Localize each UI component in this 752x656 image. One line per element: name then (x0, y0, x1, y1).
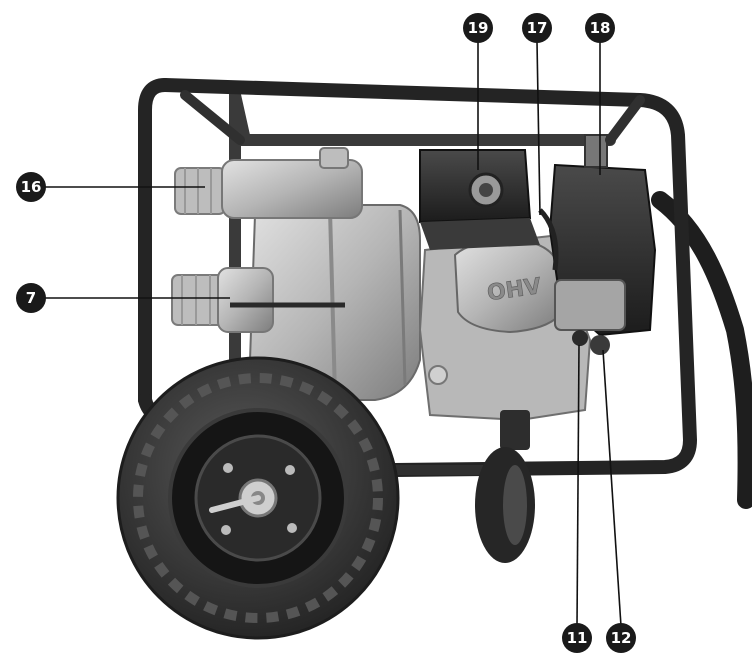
hose (651, 191, 752, 509)
carburetor (538, 208, 626, 355)
svg-text:7: 7 (26, 289, 36, 307)
suction-inlet (171, 267, 345, 333)
callout-17: 17 (522, 13, 552, 43)
leader-lines (44, 41, 622, 627)
rear-wheel (475, 447, 535, 563)
svg-text:16: 16 (21, 178, 42, 196)
svg-text:17: 17 (527, 19, 548, 37)
callout-18: 18 (585, 13, 615, 43)
recoil-starter (419, 149, 540, 250)
svg-text:19: 19 (468, 19, 489, 37)
svg-text:11: 11 (567, 629, 588, 647)
callout-19: 19 (463, 13, 493, 43)
svg-text:18: 18 (590, 19, 611, 37)
engine-cover-text: OHV (486, 274, 543, 306)
callout-16: 16 (16, 172, 46, 202)
svg-text:12: 12 (611, 629, 632, 647)
callout-11: 11 (562, 623, 592, 653)
discharge-outlet (174, 147, 363, 219)
callout-12: 12 (606, 623, 636, 653)
front-wheel (116, 356, 400, 640)
callout-7: 7 (16, 283, 46, 313)
